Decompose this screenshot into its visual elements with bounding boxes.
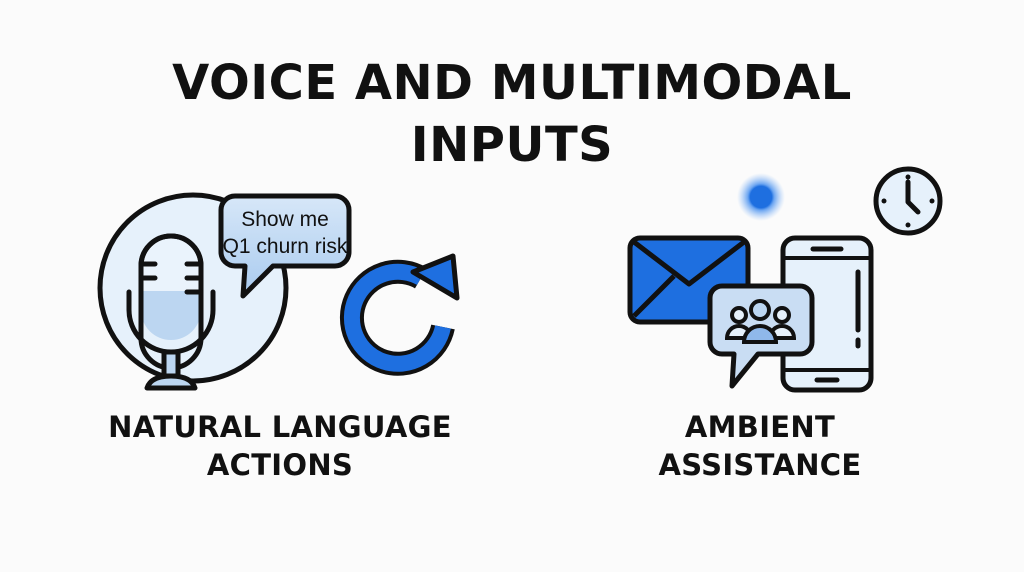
label-line-1: NATURAL LANGUAGE [108, 410, 452, 444]
label-line-2: ASSISTANCE [658, 448, 862, 482]
clock-icon [873, 166, 943, 236]
notification-dot-icon [737, 173, 785, 221]
title-line-1: VOICE AND MULTIMODAL [172, 55, 852, 111]
title-line-2: INPUTS [410, 117, 614, 173]
label-line-2: ACTIONS [206, 448, 354, 482]
label-line-1: AMBIENT [684, 410, 836, 444]
group-chat-icon [707, 283, 815, 389]
natural-language-actions-label: NATURAL LANGUAGE ACTIONS [60, 408, 500, 484]
bubble-line-1: Show me [241, 208, 329, 231]
page-title: VOICE AND MULTIMODAL INPUTS [0, 52, 1024, 176]
microphone-icon [126, 233, 216, 391]
ambient-assistance-label: AMBIENT ASSISTANCE [600, 408, 920, 484]
natural-language-illustration: Show me Q1 churn risk [97, 192, 460, 391]
speech-bubble-icon: Show me Q1 churn risk [218, 193, 352, 299]
refresh-icon [339, 253, 460, 376]
ambient-assistance-illustration [627, 166, 943, 393]
bubble-line-2: Q1 churn risk [223, 235, 348, 258]
